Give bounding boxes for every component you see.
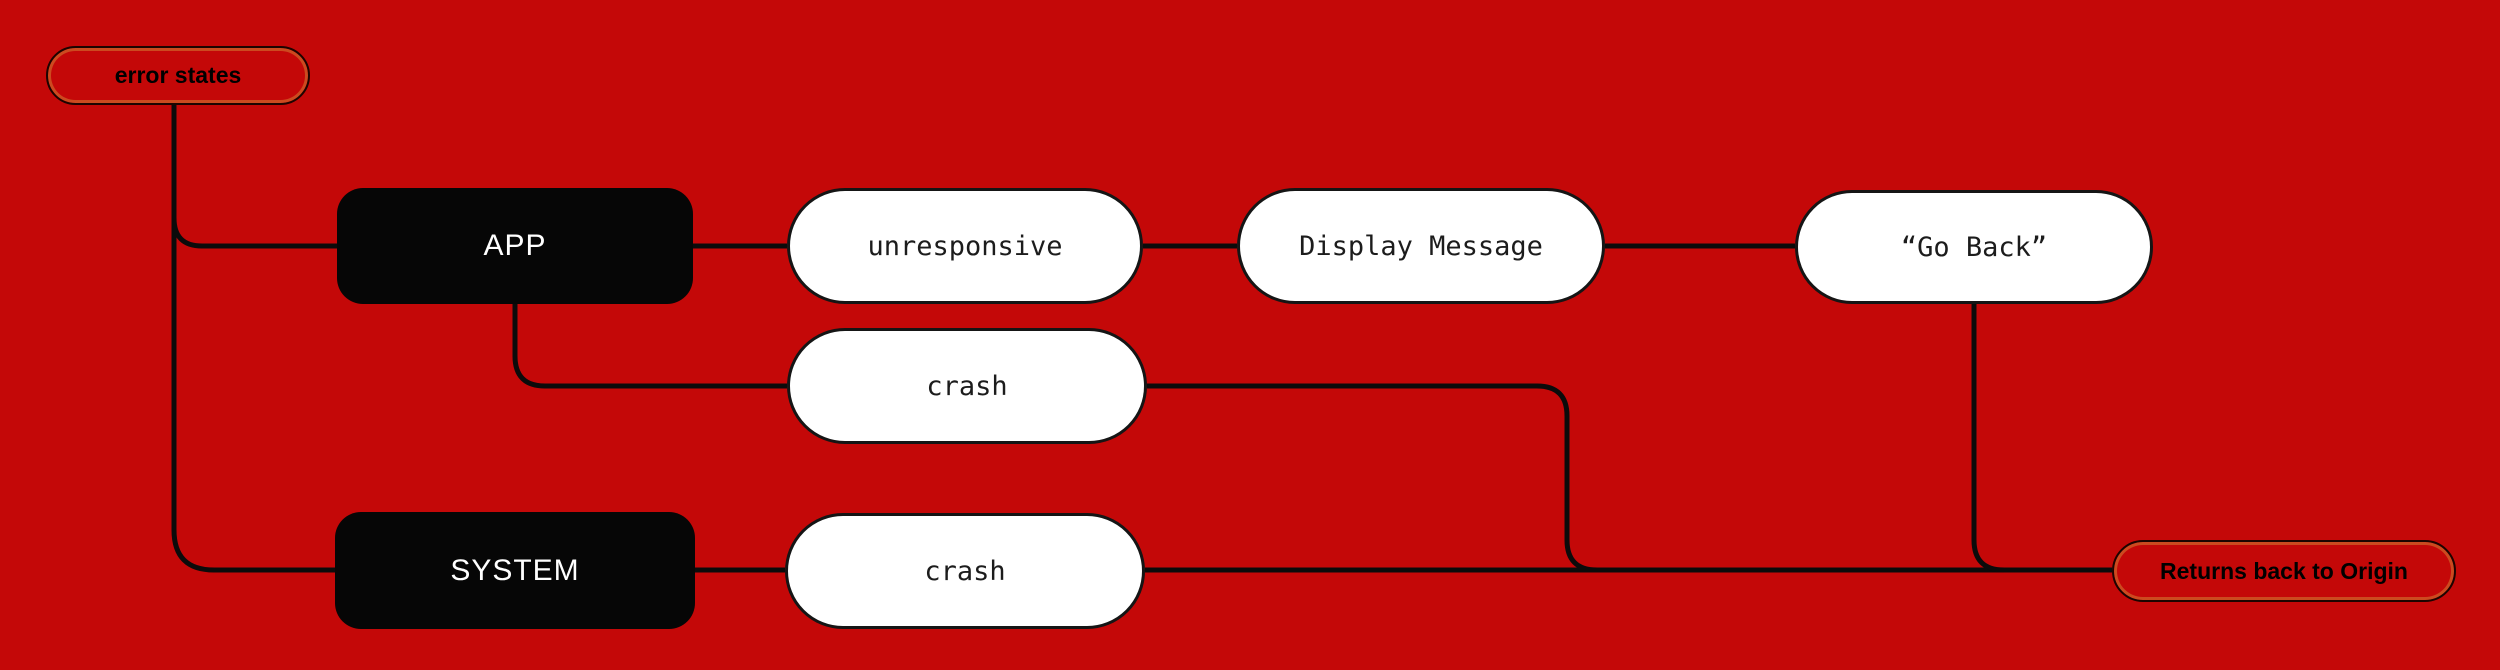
node-crash-app[interactable]: crash	[787, 328, 1147, 444]
node-unresponsive[interactable]: unresponsive	[787, 188, 1143, 304]
node-returns-origin-label: Returns back to Origin	[2160, 557, 2408, 584]
node-display-message[interactable]: Display Message	[1237, 188, 1605, 304]
node-error-states[interactable]: error states	[46, 46, 310, 105]
node-crash-system-label: crash	[924, 555, 1006, 587]
node-go-back-label: “Go Back”	[1900, 231, 2048, 263]
node-returns-origin[interactable]: Returns back to Origin	[2112, 540, 2456, 602]
edge-app-to-crash	[512, 304, 787, 389]
node-unresponsive-label: unresponsive	[867, 230, 1063, 262]
node-app[interactable]: APP	[337, 188, 693, 304]
edge-go-back-to-return-line	[1971, 304, 2005, 573]
node-crash-app-label: crash	[926, 370, 1008, 402]
node-system-label: SYSTEM	[450, 553, 580, 587]
node-system[interactable]: SYSTEM	[335, 512, 695, 629]
node-go-back[interactable]: “Go Back”	[1795, 190, 2153, 304]
node-crash-system[interactable]: crash	[785, 513, 1145, 629]
edge-error-states-to-app	[171, 105, 337, 249]
node-error-states-label: error states	[114, 62, 242, 88]
edge-error-states-to-system	[171, 105, 335, 573]
node-app-label: APP	[483, 229, 547, 262]
edge-crash-app-to-return-line	[1147, 383, 1598, 573]
node-display-message-label: Display Message	[1299, 230, 1543, 262]
